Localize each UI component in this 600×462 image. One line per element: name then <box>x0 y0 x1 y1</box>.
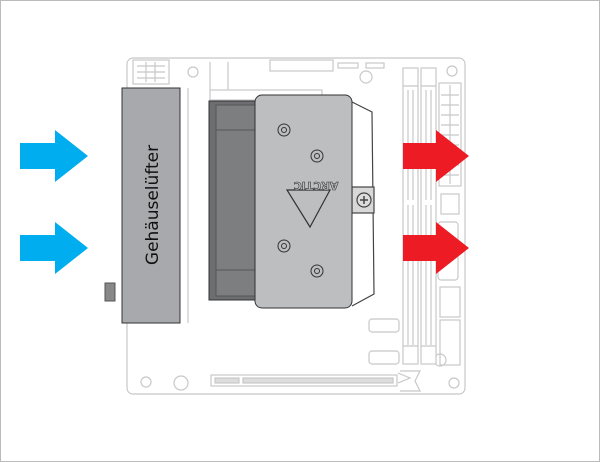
intake-arrows <box>20 130 88 274</box>
arctic-logo-icon <box>285 189 332 229</box>
cooler-brand-label: ARCTIC <box>294 179 339 192</box>
cooler-bracket <box>351 101 375 307</box>
case-fan-label: Gehäuselüfter <box>143 145 163 265</box>
pcie-slot <box>210 370 421 392</box>
exhaust-arrow-bottom <box>403 222 469 274</box>
cooler-fan <box>208 100 263 301</box>
cpu-cooler: ARCTIC <box>254 94 353 309</box>
exhaust-arrows <box>403 130 469 274</box>
case-fan: Gehäuselüfter <box>104 87 181 324</box>
intake-arrow-top <box>20 130 88 182</box>
intake-arrow-bottom <box>20 222 88 274</box>
ram-slots <box>402 67 437 365</box>
exhaust-arrow-top <box>403 130 469 182</box>
